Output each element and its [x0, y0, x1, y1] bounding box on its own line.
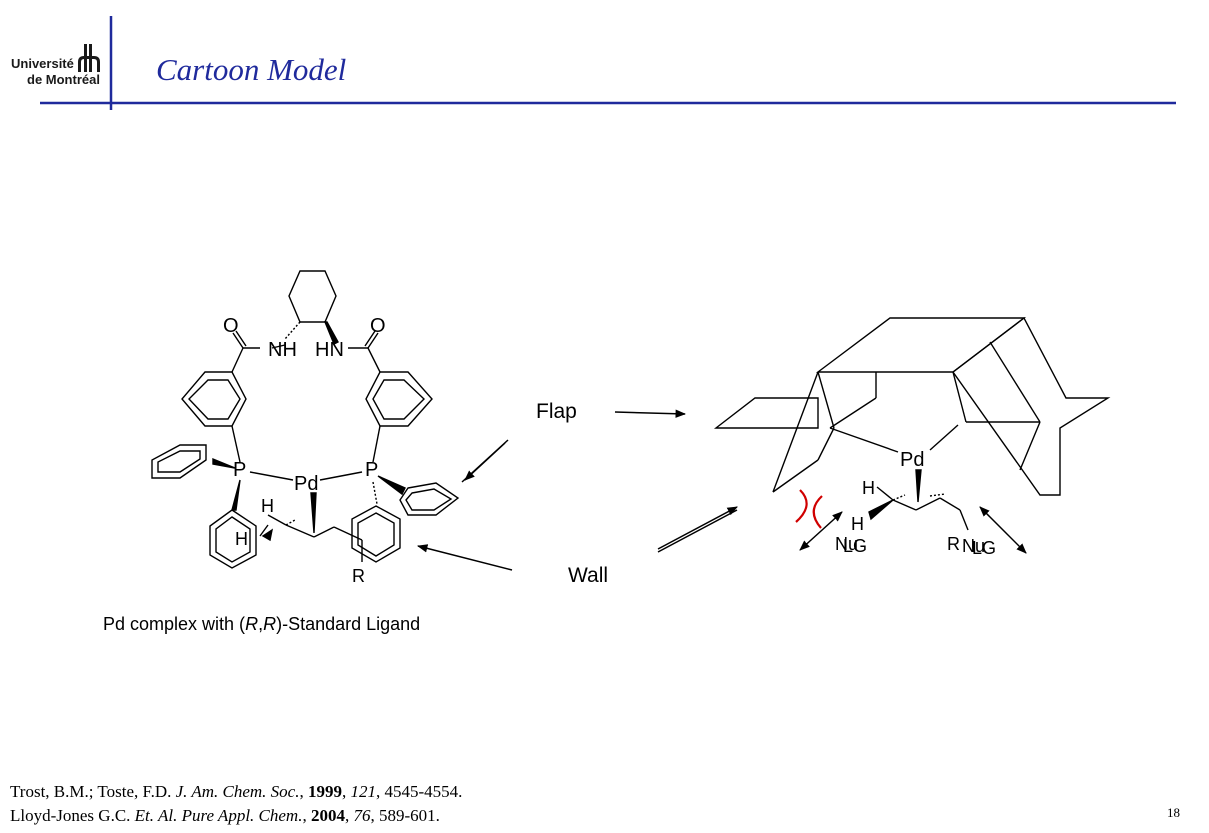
label-nu-left: Nu: [835, 534, 858, 554]
wall-arrow-left: [416, 544, 513, 571]
cartoon-left-wall: [713, 397, 819, 429]
ref2-authors: Lloyd-Jones G.C.: [10, 806, 135, 825]
logo-line2: de Montréal: [27, 72, 100, 87]
atom-pd-right: Pd: [900, 449, 924, 471]
header-rules: [40, 16, 1176, 110]
label-lg-right: LG: [972, 538, 996, 558]
atom-h-lower-right: H: [851, 514, 864, 534]
ref1-year: 1999: [307, 782, 342, 801]
label-flap: Flap: [536, 400, 577, 423]
flap-arrow: [614, 409, 687, 418]
logo-line1: Université: [11, 56, 74, 71]
cartoon-right-wall: [952, 316, 1111, 496]
phenyl-left: [151, 444, 207, 479]
ref1-authors: Trost, B.M.; Toste, F.D.: [10, 782, 176, 801]
ref1-journal: J. Am. Chem. Soc.: [175, 782, 300, 801]
label-nu-right: Nu: [962, 536, 985, 556]
atom-p-right: P: [365, 459, 378, 481]
phenyl-bottom-left: [209, 509, 257, 569]
cartoon-top-plane: [815, 317, 1027, 373]
atom-h-top-left: H: [261, 496, 274, 516]
ref2-pages: , 589-601.: [370, 806, 440, 825]
atom-hn-right: HN: [315, 339, 344, 361]
ref2-volume: 76: [353, 806, 371, 825]
page-title: Cartoon Model: [156, 52, 347, 87]
atom-h-top-right: H: [862, 478, 875, 498]
caption-prefix: Pd complex with (: [103, 614, 246, 634]
atom-pd-left: Pd: [294, 473, 318, 495]
ref1-sep2: ,: [341, 782, 351, 801]
double-arrow-left: [799, 511, 843, 551]
caption-r1: R: [245, 614, 259, 634]
ref2-journal: Et. Al. Pure Appl. Chem.: [134, 806, 303, 825]
ref2-sep1: ,: [302, 806, 311, 825]
atom-p-left: P: [233, 459, 246, 481]
benzene-right-upper: [365, 371, 433, 427]
caption-r2: R: [263, 614, 277, 634]
atom-o-right: O: [370, 315, 386, 337]
atom-h-lower-left: H: [235, 529, 248, 549]
wall-arrow-right: [657, 506, 738, 550]
logo-emblem-icon: [78, 44, 100, 72]
label-lg-left: LG: [843, 536, 867, 556]
right-cartoon-model: [713, 316, 1111, 531]
phenyl-bottom-right: [351, 505, 401, 563]
benzene-left-upper: [181, 371, 247, 427]
atom-r-left: R: [352, 566, 365, 586]
label-wall: Wall: [568, 564, 608, 587]
ref1-sep1: ,: [299, 782, 308, 801]
ref2-year: 2004: [310, 806, 345, 825]
ref2-sep2: ,: [344, 806, 354, 825]
ref1-pages: , 4545-4554.: [375, 782, 463, 801]
caption-comma: ,: [258, 614, 264, 634]
steric-clash-marker: [795, 489, 823, 529]
atom-o-left: O: [223, 315, 239, 337]
ref1-volume: 121: [350, 782, 376, 801]
reference-2: Lloyd-Jones G.C. Et. Al. Pure Appl. Chem…: [10, 805, 440, 827]
phenyl-right: [399, 482, 460, 516]
left-pd-complex: [151, 270, 460, 569]
page-number: 18: [1167, 805, 1180, 820]
figure-caption: Pd complex with (R,R)-Standard Ligand: [103, 614, 420, 635]
cyclohexane-ring: [288, 270, 337, 323]
atom-nh-left: NH: [268, 339, 297, 361]
reference-1: Trost, B.M.; Toste, F.D. J. Am. Chem. So…: [10, 781, 462, 803]
double-arrow-right: [979, 506, 1027, 554]
caption-suffix: )-Standard Ligand: [276, 614, 421, 634]
atom-r-right: R: [947, 534, 960, 554]
